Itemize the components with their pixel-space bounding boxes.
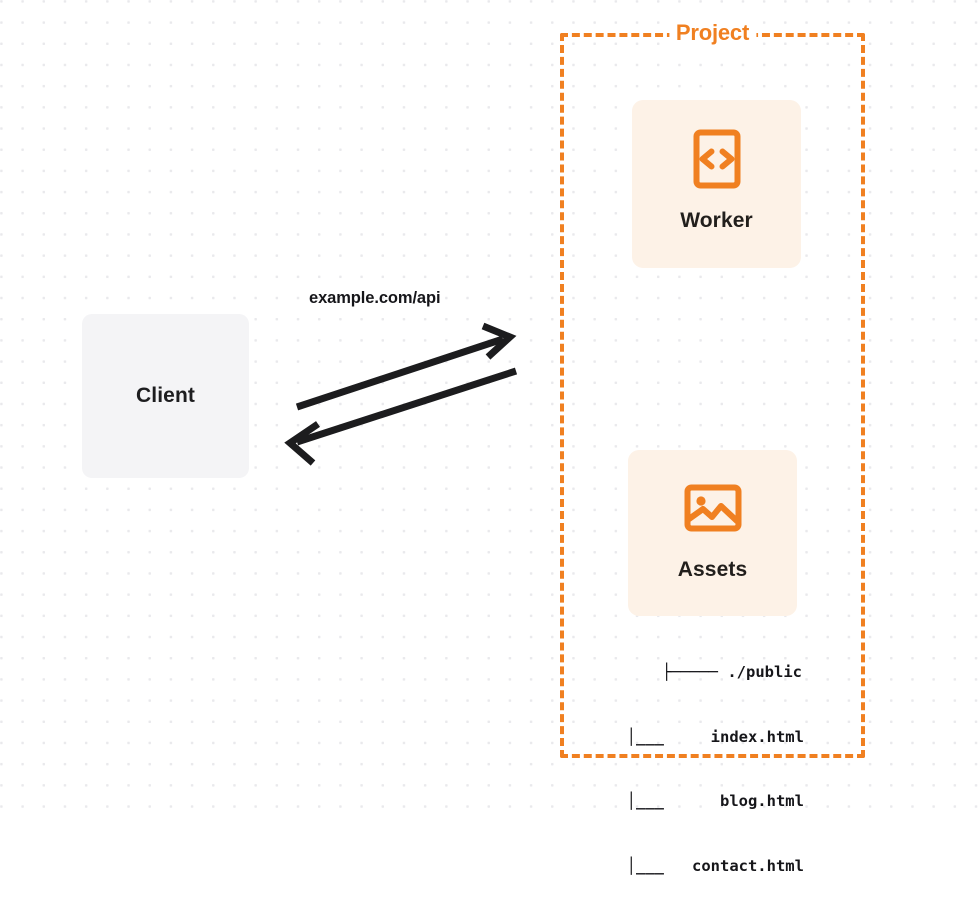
worker-node[interactable]: Worker [632, 100, 801, 268]
file-tree-row: │___ contact.html [608, 856, 804, 875]
project-title: Project [668, 21, 757, 45]
code-brackets-icon [693, 129, 740, 189]
image-icon [684, 484, 741, 532]
file-tree-row: ├───── ./public [662, 663, 802, 681]
diagram-canvas: Client example.com/api Project Worker [0, 0, 980, 875]
client-node[interactable]: Client [82, 314, 249, 478]
client-label: Client [136, 384, 195, 407]
worker-label: Worker [680, 209, 753, 232]
file-tree-row: │___ blog.html [608, 792, 804, 810]
request-arrow [295, 322, 517, 411]
file-tree-row: │___ index.html [608, 727, 804, 746]
assets-file-tree: ├───── ./public │___ index.html │___ blo… [608, 619, 804, 920]
response-arrow [284, 367, 518, 466]
assets-node[interactable]: Assets [628, 450, 797, 616]
project-group: Project [560, 21, 865, 758]
edge-label-endpoint: example.com/api [309, 289, 441, 307]
assets-label: Assets [677, 558, 748, 581]
